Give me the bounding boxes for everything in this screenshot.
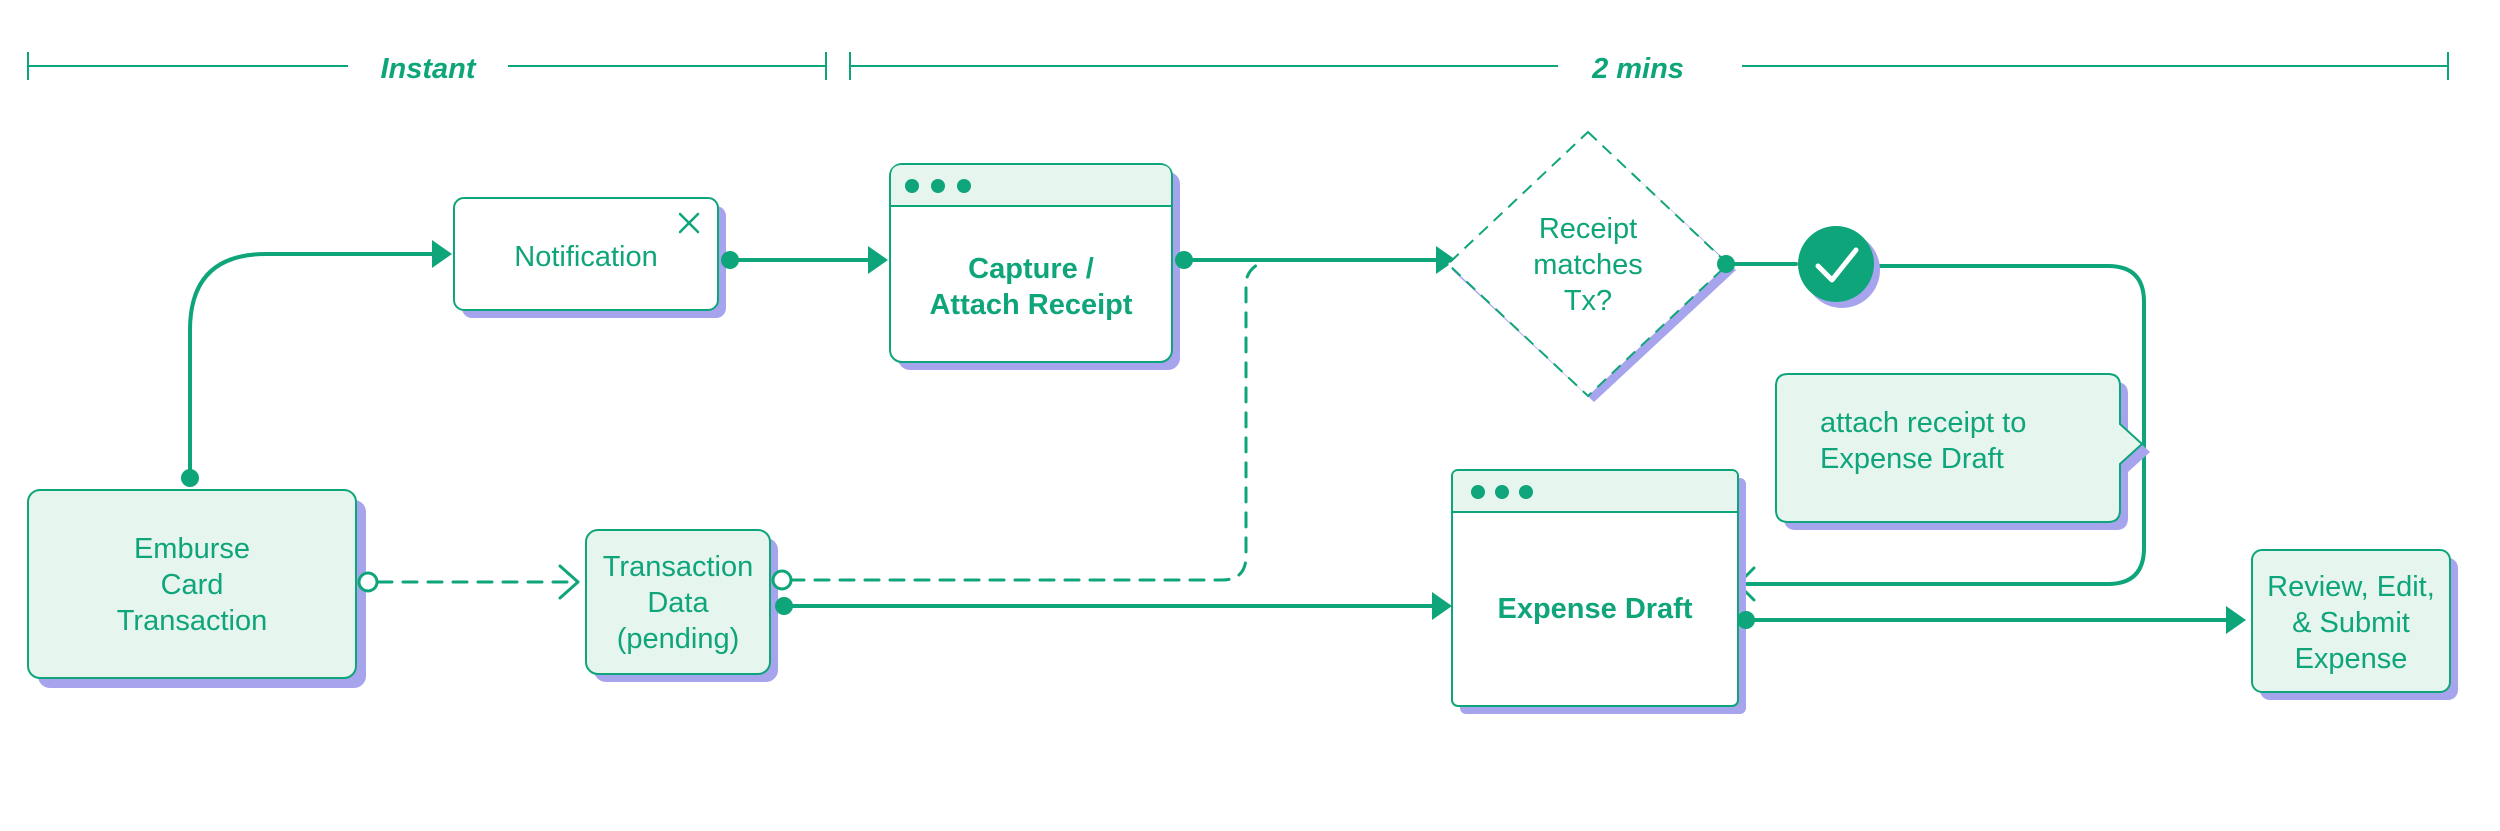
node-capture-attach-receipt: Capture / Attach Receipt xyxy=(889,163,1180,370)
transaction-line-2: Data xyxy=(647,587,709,619)
transaction-line-3: (pending) xyxy=(617,623,740,655)
node-review-submit: Review, Edit, & Submit Expense xyxy=(2251,549,2458,700)
callout-line-2: Expense Draft xyxy=(1820,443,2004,475)
close-icon xyxy=(678,212,700,234)
dot-capture-right xyxy=(1175,251,1193,269)
emburse-line-1: Emburse xyxy=(134,533,250,565)
notification-label: Notification xyxy=(514,241,657,273)
timeline-2mins-label: 2 mins xyxy=(1591,53,1684,85)
decision-line-2: matches xyxy=(1533,249,1643,281)
callout-line-1: attach receipt to xyxy=(1820,407,2026,439)
connector-transaction-capture xyxy=(788,260,1264,582)
node-notification: Notification xyxy=(453,197,726,318)
dot-expense-draft-right xyxy=(1737,611,1755,629)
expense-draft-label: Expense Draft xyxy=(1497,593,1692,625)
node-emburse-card-transaction: Emburse Card Transaction xyxy=(27,489,366,688)
dot-emburse-top xyxy=(181,469,199,487)
arrowheads xyxy=(432,240,2246,634)
transaction-line-1: Transaction xyxy=(603,551,753,583)
dot-notification-right xyxy=(721,251,739,269)
connectors xyxy=(188,252,2232,622)
node-expense-draft: Expense Draft xyxy=(1451,469,1746,714)
review-line-1: Review, Edit, xyxy=(2267,571,2435,603)
node-transaction-data: Transaction Data (pending) xyxy=(585,529,778,682)
check-icon xyxy=(1798,226,1880,308)
review-line-3: Expense xyxy=(2295,643,2408,675)
window-dots-icon xyxy=(1471,485,1533,499)
timeline-instant-label: Instant xyxy=(380,53,476,85)
dot-transaction-right xyxy=(775,597,793,615)
connector-check-expense-draft xyxy=(1738,264,2146,586)
review-line-2: & Submit xyxy=(2292,607,2410,639)
decision-line-1: Receipt xyxy=(1539,213,1637,245)
node-receipt-matches-decision: Receipt matches Tx? xyxy=(1446,130,1736,402)
timeline xyxy=(27,52,2449,80)
dot-decision-right xyxy=(1717,255,1735,273)
connector-emburse-notification xyxy=(188,252,434,480)
connector-dots xyxy=(181,251,1755,629)
dashed-connectors xyxy=(376,260,1264,584)
decision-line-3: Tx? xyxy=(1564,285,1612,317)
dot-transaction-right-open xyxy=(771,569,793,591)
capture-line-2: Attach Receipt xyxy=(929,289,1132,321)
callout-attach-receipt: attach receipt to Expense Draft xyxy=(1775,373,2150,530)
dot-emburse-right-open xyxy=(357,571,379,593)
capture-line-1: Capture / xyxy=(968,253,1094,285)
emburse-line-2: Card xyxy=(161,569,224,601)
window-dots-icon xyxy=(905,179,971,193)
emburse-line-3: Transaction xyxy=(117,605,267,637)
